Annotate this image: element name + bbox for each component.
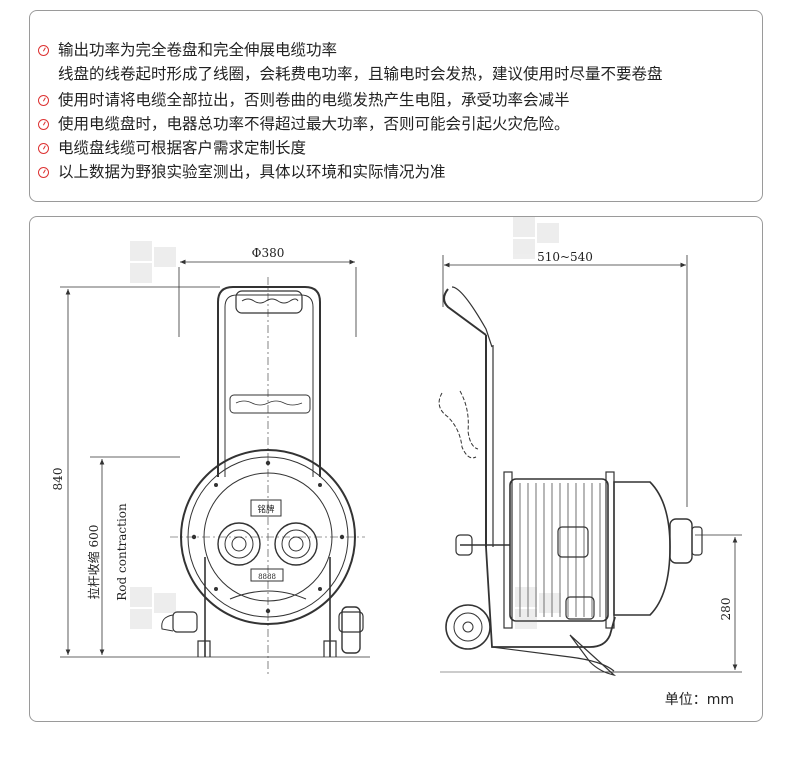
watermark <box>130 217 561 629</box>
unit-label: 单位：mm <box>664 692 734 708</box>
drawing-panel: Φ380 840 拉杆收缩 600 Rod contraction 铭牌 888… <box>29 216 763 722</box>
switch-label: 8888 <box>258 573 276 581</box>
front-view <box>60 259 370 677</box>
note-text: 输出功率为完全卷盘和完全伸展电缆功率 <box>58 41 338 59</box>
diameter-label: Φ380 <box>252 246 285 260</box>
note-text: 使用时请将电缆全部拉出，否则卷曲的电缆发热产生电阻，承受功率会减半 <box>58 91 570 109</box>
rod-contraction-cn-label: 拉杆收缩 600 <box>86 525 101 600</box>
height-label: 840 <box>51 468 65 491</box>
note-text: 以上数据为野狼实验室测出，具体以环境和实际情况为准 <box>58 163 446 181</box>
note-text: 使用电缆盘时，电器总功率不得超过最大功率，否则可能会引起火灾危险。 <box>58 115 570 133</box>
note-continuation: 线盘的线卷起时形成了线圈，会耗费电功率，且输电时会发热，建议使用时尽量不要卷盘 <box>58 65 663 83</box>
clock-icon <box>38 167 49 178</box>
side-view <box>438 255 742 677</box>
depth-label: 510~540 <box>537 250 593 264</box>
rod-contraction-en-label: Rod contraction <box>115 503 129 601</box>
clock-icon <box>38 95 49 106</box>
clock-icon <box>38 119 49 130</box>
technical-drawing: Φ380 840 拉杆收缩 600 Rod contraction 铭牌 888… <box>51 217 742 677</box>
clock-icon <box>38 143 49 154</box>
notes-panel: 输出功率为完全卷盘和完全伸展电缆功率 线盘的线卷起时形成了线圈，会耗费电功率，且… <box>29 10 763 202</box>
note-text: 电缆盘线缆可根据客户需求定制长度 <box>58 139 307 157</box>
clock-icon <box>38 45 49 56</box>
nameplate-label: 铭牌 <box>257 504 275 515</box>
socket-height-label: 280 <box>719 598 733 621</box>
